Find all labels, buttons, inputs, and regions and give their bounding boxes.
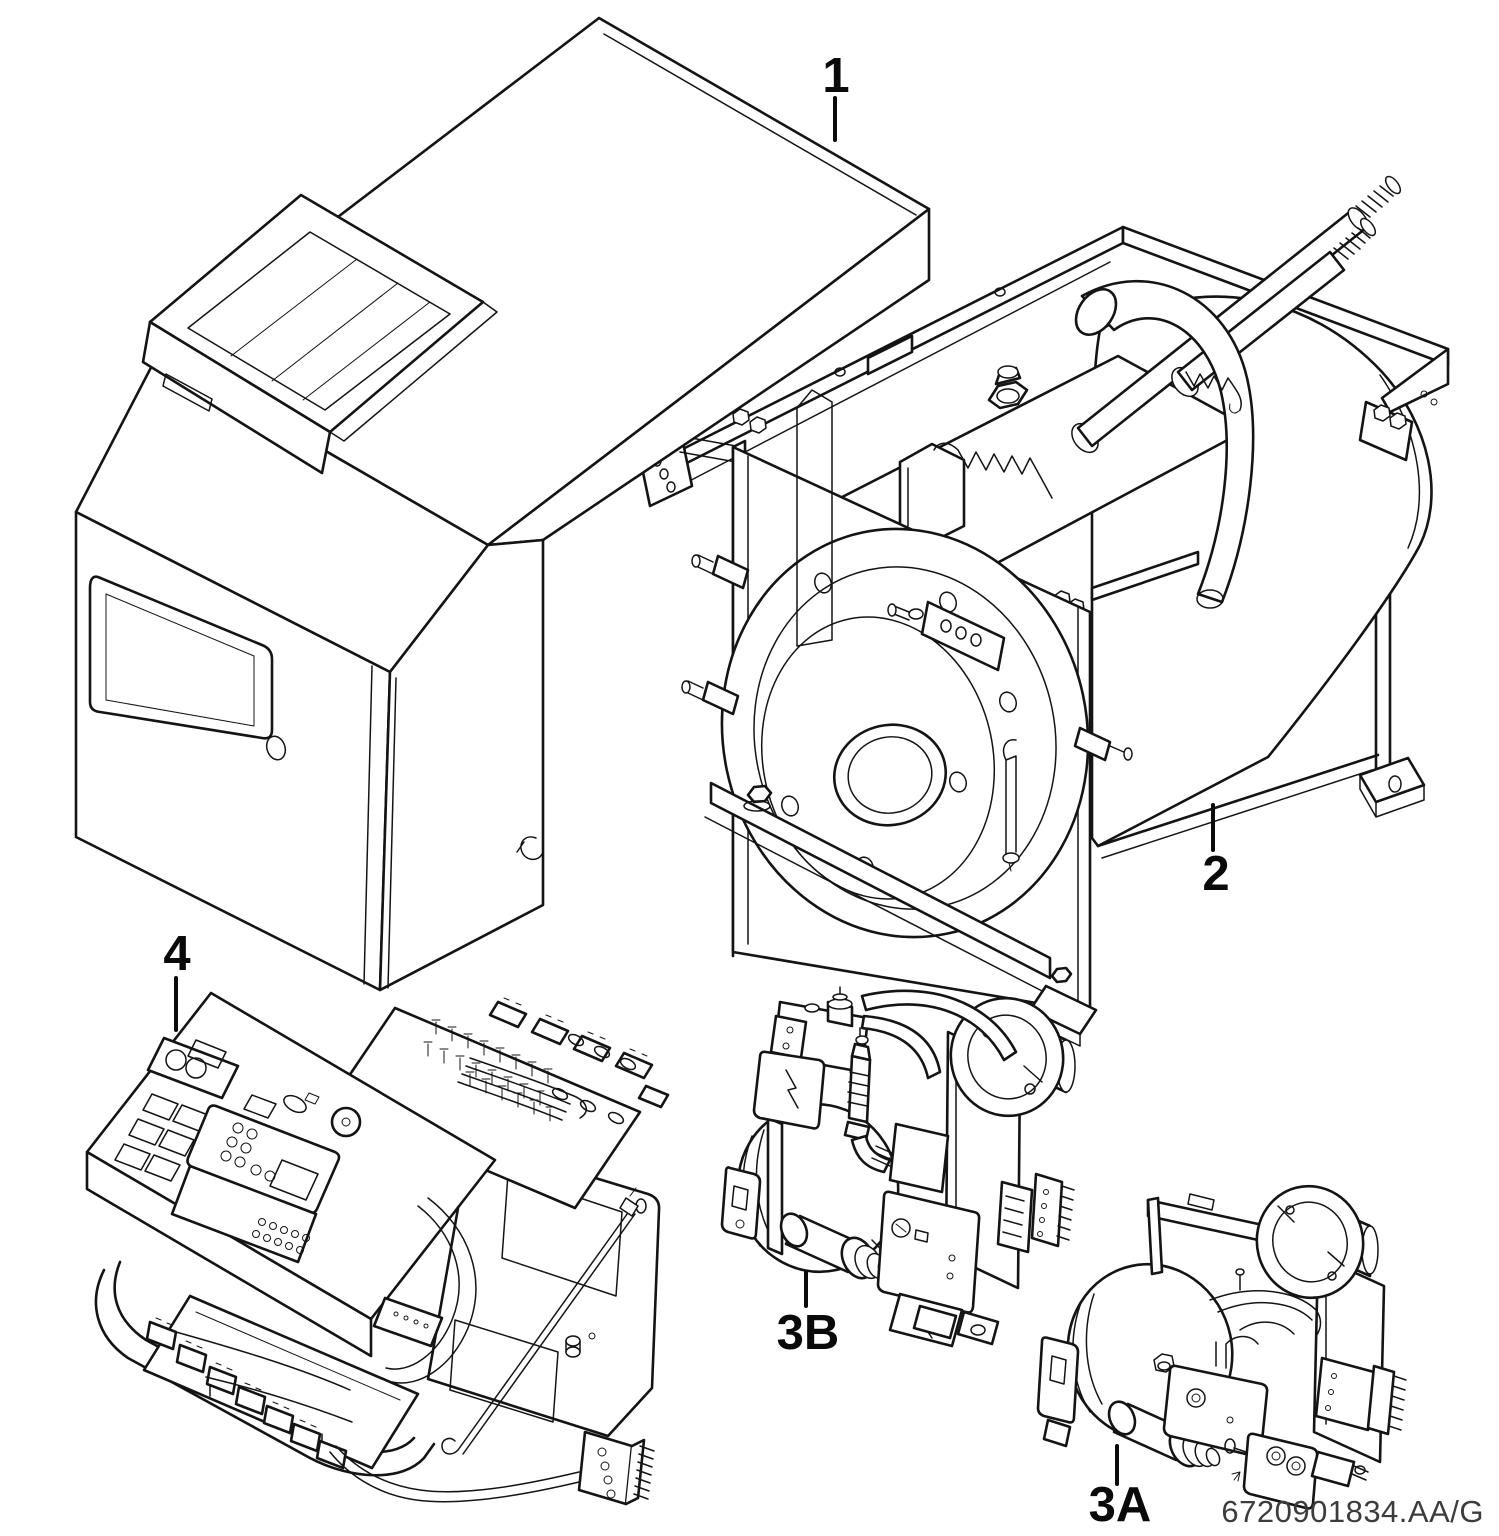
callout-1: 1	[822, 49, 849, 103]
burner-3b-foot	[912, 1304, 958, 1340]
burner-3b-ignition-transformer	[752, 1050, 826, 1130]
boiler-base	[704, 781, 1098, 1047]
panel-connectors	[145, 1317, 348, 1470]
burner-3a-flange	[1255, 1184, 1379, 1300]
burner-3b-damper	[888, 1122, 950, 1194]
casing-side-panel	[378, 538, 545, 992]
panel-console-cable	[385, 1197, 477, 1384]
console-switches	[114, 1093, 209, 1182]
panel-console	[85, 991, 497, 1358]
panel-capillary-rod	[441, 1187, 639, 1455]
burner-3a-gas-valve	[1153, 1321, 1295, 1458]
burner-3b-foot-2	[956, 1310, 1000, 1346]
callout-3a: 3A	[1089, 1478, 1152, 1532]
control-panel-drawing	[85, 991, 670, 1506]
callout-3b: 3B	[777, 1306, 840, 1360]
burner-3a-terminals	[1314, 1356, 1407, 1436]
panel-main-connector	[329, 1430, 655, 1506]
boiler-casing-drawing	[74, 16, 931, 992]
boiler-front-plate	[681, 389, 1133, 1014]
casing-control-housing	[141, 193, 498, 475]
burner-3a-cables	[1209, 1268, 1322, 1337]
callout-4: 4	[163, 927, 190, 981]
boiler-hex-plug	[987, 365, 1029, 410]
burner-3a-left-bracket	[1036, 1336, 1080, 1448]
burner-3b-air-hose	[860, 1014, 942, 1080]
burner-3b-hanger-bar	[860, 989, 1018, 1062]
callout-2: 2	[1202, 847, 1229, 901]
document-code: 6720901834.AA/G	[1221, 1494, 1484, 1529]
panel-back-plate	[426, 1138, 661, 1438]
tray-wiring	[457, 1057, 587, 1121]
terminal-pins	[423, 1019, 555, 1122]
boiler-springs	[898, 371, 1242, 544]
panel-wiring-loom	[94, 1260, 444, 1477]
boiler-block-drawing	[636, 175, 1450, 1047]
callouts: 1 2 3B 3A 4	[163, 49, 1229, 1532]
burner-3b-nozzle-line	[843, 1021, 892, 1174]
burner-3b-drawing	[720, 986, 1076, 1348]
casing-door	[88, 575, 287, 761]
console-programmer	[170, 1104, 341, 1264]
burner-3b-gas-valve	[769, 986, 870, 1074]
burner-3a-drawing	[1036, 1184, 1407, 1510]
burner-3a-foot	[1310, 1450, 1369, 1488]
casing-handle-cutout	[516, 836, 543, 861]
panel-circuit-board	[142, 1294, 420, 1470]
boiler-handle-tube	[1074, 279, 1255, 609]
burner-3b-terminals	[996, 1172, 1075, 1254]
panel-terminal-tray	[328, 997, 670, 1210]
